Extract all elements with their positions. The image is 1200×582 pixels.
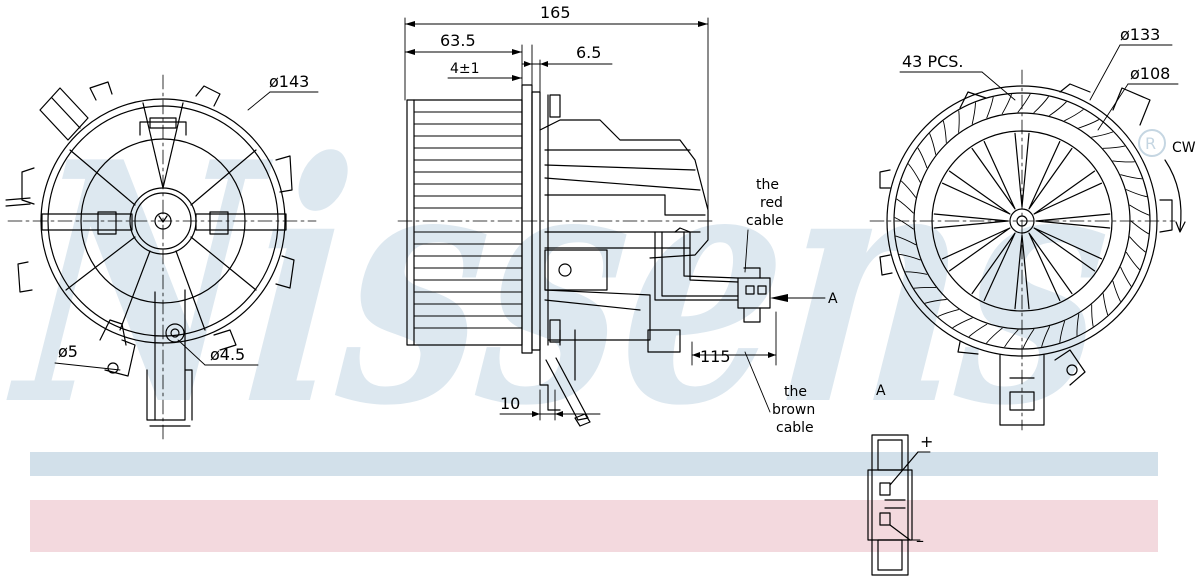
impeller-blade bbox=[900, 180, 917, 198]
red-cable-label-2: red bbox=[760, 195, 783, 211]
impeller-blade bbox=[1022, 328, 1035, 349]
impeller-spoke bbox=[941, 227, 1011, 272]
impeller-blade bbox=[942, 120, 947, 143]
red-cable-label-1: the bbox=[756, 177, 779, 193]
dimension-lines bbox=[54, 17, 1179, 541]
dim-43-pcs: 43 PCS. bbox=[902, 52, 964, 71]
impeller-blade bbox=[1033, 96, 1049, 114]
impeller-spoke bbox=[1033, 170, 1103, 215]
impeller-blade bbox=[1041, 326, 1051, 347]
dim-4: 4±1 bbox=[450, 61, 480, 77]
impeller-blade bbox=[952, 317, 973, 329]
impeller-blade bbox=[929, 133, 937, 155]
impeller-spoke bbox=[933, 213, 1009, 229]
impeller-blade bbox=[1120, 174, 1143, 180]
impeller-spoke bbox=[1028, 232, 1073, 302]
impeller-blade bbox=[1059, 320, 1066, 343]
impeller-blade bbox=[1004, 329, 1019, 348]
impeller-blade bbox=[1112, 280, 1121, 302]
impeller-spoke bbox=[941, 170, 1011, 215]
registered-mark-ring bbox=[1138, 129, 1166, 157]
impeller-blades bbox=[894, 93, 1150, 349]
impeller-blade bbox=[908, 163, 921, 183]
impeller-blade bbox=[1091, 131, 1114, 138]
front-view bbox=[5, 74, 317, 441]
impeller-blade bbox=[1064, 109, 1084, 122]
view-a-title: A bbox=[876, 383, 886, 399]
minus-sign: – bbox=[916, 531, 924, 550]
dim-d4-5: ø4.5 bbox=[210, 345, 245, 364]
plus-sign: + bbox=[920, 432, 933, 451]
dim-d5: ø5 bbox=[58, 342, 78, 361]
dim-d143: ø143 bbox=[269, 72, 309, 91]
impeller-blade bbox=[1102, 145, 1126, 149]
brown-cable-label-1: the bbox=[784, 384, 807, 400]
dim-d133: ø133 bbox=[1120, 25, 1160, 44]
impeller-spoke bbox=[1014, 234, 1030, 310]
dim-d108: ø108 bbox=[1130, 64, 1170, 83]
dimension-arrowheads bbox=[405, 21, 788, 417]
impeller-spoke bbox=[1035, 213, 1111, 229]
impeller-blade bbox=[1125, 189, 1148, 198]
impeller-blade bbox=[968, 323, 988, 337]
impeller-blade bbox=[1130, 220, 1149, 235]
side-view bbox=[397, 84, 771, 427]
band-blue bbox=[30, 452, 1158, 476]
impeller-spoke bbox=[971, 232, 1016, 302]
impeller-blade bbox=[1078, 119, 1100, 129]
impeller-blade bbox=[1001, 93, 1012, 115]
impeller-blade bbox=[958, 110, 960, 133]
impeller-blade bbox=[1120, 266, 1132, 287]
impeller-blade bbox=[905, 271, 928, 275]
connector-view-a bbox=[867, 434, 919, 576]
dim-6-5: 6.5 bbox=[576, 43, 601, 62]
brown-cable-label-3: cable bbox=[776, 420, 814, 436]
rear-view bbox=[869, 69, 1186, 431]
dim-10: 10 bbox=[500, 394, 520, 413]
band-pink bbox=[30, 500, 1158, 552]
impeller-blade bbox=[1125, 251, 1140, 270]
impeller-blade bbox=[1091, 304, 1094, 327]
impeller-blade bbox=[913, 286, 937, 289]
dim-cw: CW bbox=[1172, 140, 1196, 156]
view-a-arrow-label: A bbox=[828, 291, 838, 307]
impeller-blade bbox=[1076, 313, 1080, 336]
impeller-blade bbox=[1129, 236, 1146, 253]
impeller-blade bbox=[986, 96, 994, 119]
impeller-blade bbox=[1112, 160, 1135, 163]
impeller-spoke bbox=[971, 140, 1016, 210]
impeller-blade bbox=[937, 309, 960, 317]
impeller-blade bbox=[924, 299, 947, 304]
impeller-spokes bbox=[933, 132, 1111, 310]
registered-mark: R bbox=[1145, 134, 1156, 153]
impeller-spoke bbox=[1033, 227, 1103, 272]
impeller-blade bbox=[1129, 204, 1150, 216]
impeller-blade bbox=[971, 102, 976, 125]
watermark: Nissens R bbox=[0, 91, 1166, 552]
impeller-blade bbox=[896, 198, 914, 214]
impeller-blade bbox=[986, 327, 1003, 344]
impeller-blade bbox=[894, 217, 914, 230]
impeller-spoke bbox=[1014, 132, 1030, 208]
impeller-blade bbox=[1049, 101, 1067, 116]
impeller-blade bbox=[895, 235, 917, 246]
impeller-blade bbox=[917, 147, 928, 169]
impeller-blade bbox=[1102, 293, 1109, 316]
labels: ø143 ø5 ø4.5 165 63.5 4±1 6.5 115 10 43 … bbox=[58, 3, 1196, 550]
dim-63-5: 63.5 bbox=[440, 31, 476, 50]
brown-cable-label-2: brown bbox=[772, 402, 815, 418]
dim-115: 115 bbox=[700, 347, 731, 366]
impeller-spoke bbox=[1028, 140, 1073, 210]
impeller-blade bbox=[1017, 93, 1031, 113]
impeller-blade bbox=[898, 253, 921, 261]
red-cable-label-3: cable bbox=[746, 213, 784, 229]
dim-165: 165 bbox=[540, 3, 571, 22]
